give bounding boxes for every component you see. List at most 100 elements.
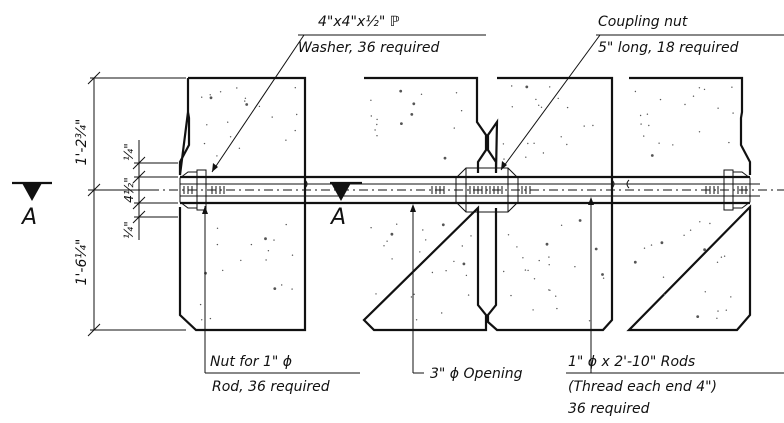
concrete-dot [236,87,238,89]
concrete-dot [545,242,549,246]
concrete-dot [229,136,232,138]
concrete-dot [209,96,213,100]
concrete-dot [699,221,701,223]
concrete-dot [643,247,646,249]
concrete-dot [532,309,534,311]
concrete-dot [602,277,605,279]
concrete-dot [725,309,727,311]
concrete-dot [527,142,529,145]
concrete-dot [522,257,524,259]
concrete-dot [560,224,563,226]
concrete-dot [410,296,413,298]
concrete-dot [728,141,730,144]
concrete-dot [462,262,466,266]
section-label-left: A [20,205,37,230]
concrete-dot [376,135,378,137]
concrete-dot [716,261,719,263]
section-marker-left: A [12,181,52,230]
concrete-dot [265,259,267,261]
concrete-dot [399,89,403,93]
concrete-dot [663,293,666,296]
concrete-dot [535,98,537,101]
concrete-dot [291,288,293,290]
concrete-dot [206,124,208,126]
concrete-dot [244,97,247,100]
concrete-dot [548,289,550,291]
concrete-dot [291,254,294,256]
concrete-dot [227,121,229,123]
right-thread [705,186,747,194]
concrete-dot [431,271,434,274]
concrete-dot [502,143,505,145]
concrete-dot [216,155,218,157]
concrete-dot [258,105,261,108]
section-label-right: A [329,205,346,230]
concrete-dot [503,158,505,160]
concrete-dot [507,234,510,236]
concrete-dot [709,222,711,225]
concrete-dot [455,92,458,94]
concrete-dot [557,97,559,100]
concrete-dot [549,289,551,291]
concrete-dot [285,223,287,226]
concrete-dot [592,124,594,127]
concrete-dot [634,90,637,93]
concrete-dot [413,293,415,295]
concrete-dot [650,154,654,157]
dim-middle: 4½" [121,177,136,203]
concrete-dot [731,86,733,88]
concrete-dot [525,156,527,158]
concrete-dot [703,248,706,252]
concrete-dot [696,315,700,318]
concrete-dot [650,244,653,246]
section-marker-right: A [329,181,362,230]
dim-top-small: ¼" [121,143,136,161]
concrete-dot [281,284,283,286]
concrete-dot [264,237,267,241]
concrete-dot [453,260,455,263]
opening-label: 3" ϕ Opening [430,366,523,382]
concrete-dot [460,110,463,112]
concrete-dot [285,139,287,141]
concrete-dot [658,142,660,144]
washer-label-line1: 4"x4"x½" ℙ [318,14,400,30]
concrete-dot [533,278,536,280]
concrete-texture [199,85,734,322]
concrete-dot [662,276,665,278]
concrete-dot [672,144,674,146]
concrete-dot [271,116,273,118]
concrete-dot [201,319,203,321]
concrete-dot [391,258,393,260]
nut-label-line2: Rod, 36 required [212,379,330,395]
coupling-nut [455,167,519,213]
concrete-dot [510,294,512,297]
dimension-lines [87,71,186,337]
concrete-dot [216,243,219,246]
concrete-dot [209,94,211,96]
concrete-dot [533,142,535,144]
concrete-dot [732,112,734,114]
concrete-dot [527,269,529,272]
concrete-dot [692,95,695,97]
rods-label-line3: 36 required [568,401,650,417]
coupling-label-line2: 5" long, 18 required [598,40,739,56]
concrete-dot [643,135,645,137]
concrete-dot [646,113,649,115]
rods-label-line2: (Thread each end 4") [568,379,717,395]
concrete-dot [374,129,376,131]
concrete-dot [720,256,723,258]
coupling-thread [431,186,531,194]
concrete-dot [370,227,372,229]
concrete-dot [503,270,505,273]
concrete-dot [639,114,642,117]
concrete-dot [555,295,557,297]
washer-label-line2: Washer, 36 required [298,40,439,56]
concrete-dot [689,229,692,231]
concrete-dot [203,142,206,145]
concrete-dot [660,241,664,245]
concrete-dot [525,85,529,89]
concrete-dot [538,104,540,107]
concrete-dot [415,319,418,321]
panel-right [626,76,752,332]
